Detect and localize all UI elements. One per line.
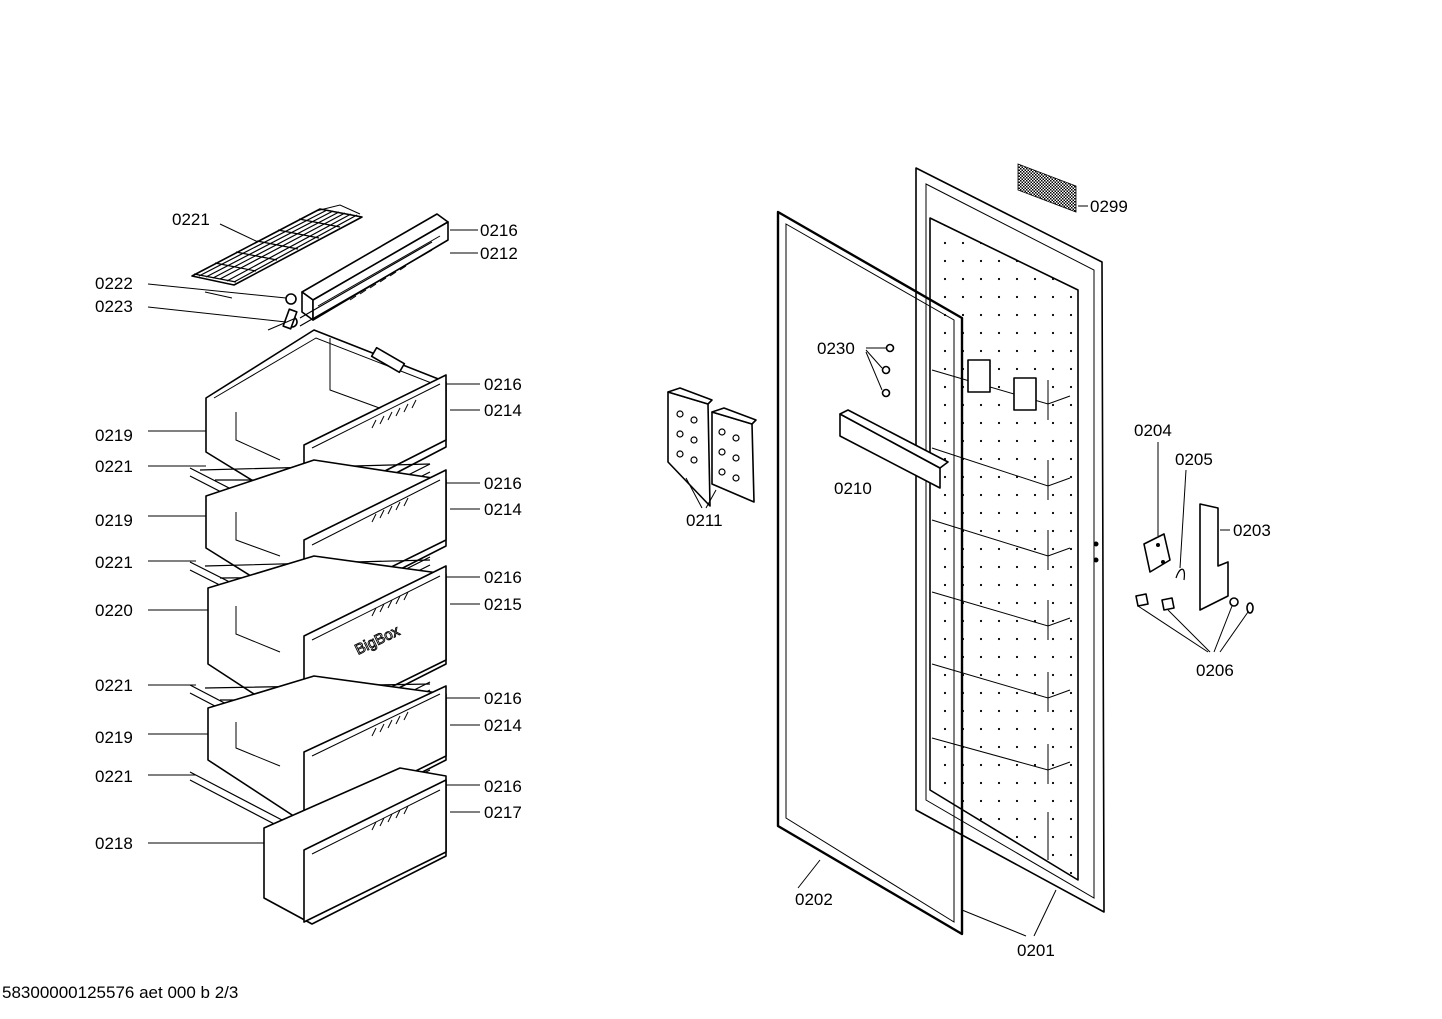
label-0219-3: 0219 — [95, 728, 133, 747]
cold-packs — [667, 387, 757, 509]
screws — [865, 343, 895, 398]
label-0203: 0203 — [1233, 521, 1271, 540]
label-0223: 0223 — [95, 297, 133, 316]
footer-document-id: 58300000125576 aet 000 b 2/3 — [2, 983, 238, 1002]
label-0217: 0217 — [484, 803, 522, 822]
label-0221-2: 0221 — [95, 457, 133, 476]
label-0215: 0215 — [484, 595, 522, 614]
label-0222: 0222 — [95, 274, 133, 293]
leader-lines-right — [797, 205, 1249, 937]
label-0218: 0218 — [95, 834, 133, 853]
label-0205: 0205 — [1175, 450, 1213, 469]
label-0221-top: 0221 — [172, 210, 210, 229]
label-0221-5: 0221 — [95, 767, 133, 786]
hinge-parts — [1135, 503, 1254, 614]
label-0201: 0201 — [1017, 941, 1055, 960]
label-0214-2: 0214 — [484, 500, 522, 519]
top-shelf-front-trim — [299, 213, 449, 327]
door-gasket — [776, 210, 964, 936]
label-sticker — [1017, 163, 1077, 213]
label-0221-4: 0221 — [95, 676, 133, 695]
label-0230: 0230 — [817, 339, 855, 358]
label-0214-1: 0214 — [484, 401, 522, 420]
door-inner — [915, 166, 1105, 913]
label-0219-1: 0219 — [95, 426, 133, 445]
label-0299: 0299 — [1090, 197, 1128, 216]
label-0216-2: 0216 — [484, 375, 522, 394]
label-0204: 0204 — [1134, 421, 1172, 440]
label-0202: 0202 — [795, 890, 833, 909]
label-0216-5: 0216 — [484, 689, 522, 708]
part-labels: 0221 0216 0212 0222 0223 0216 0214 0219 … — [95, 197, 1271, 960]
leader-lines-left — [147, 223, 480, 844]
bottom-drawer — [263, 767, 447, 925]
label-0211: 0211 — [686, 511, 723, 530]
top-wire-shelf — [191, 204, 363, 299]
label-0216-6: 0216 — [484, 777, 522, 796]
label-0216-4: 0216 — [484, 568, 522, 587]
label-0216-3: 0216 — [484, 474, 522, 493]
label-0214-3: 0214 — [484, 716, 522, 735]
label-0220: 0220 — [95, 601, 133, 620]
label-0212: 0212 — [480, 244, 518, 263]
door-handle — [839, 409, 949, 489]
drawer-stack: BigBox — [147, 204, 480, 925]
label-0206: 0206 — [1196, 661, 1234, 680]
label-0219-2: 0219 — [95, 511, 133, 530]
label-0216-top: 0216 — [480, 221, 518, 240]
door-assembly — [776, 163, 1254, 937]
label-0221-3: 0221 — [95, 553, 133, 572]
label-0210: 0210 — [834, 479, 872, 498]
shelf-fittings — [267, 293, 298, 331]
